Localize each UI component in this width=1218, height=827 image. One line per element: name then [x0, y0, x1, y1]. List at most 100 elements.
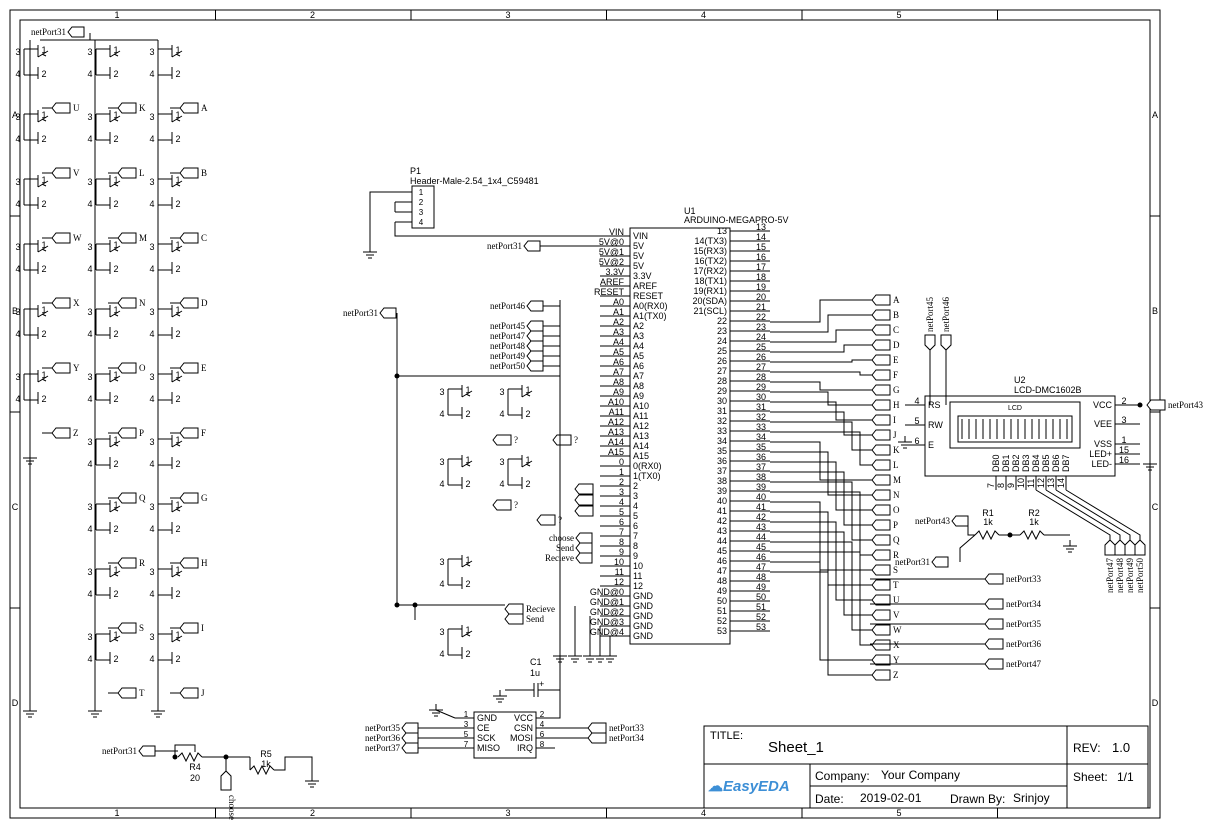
letter-flag-J: J: [201, 688, 205, 698]
pin-number: 4: [87, 394, 92, 404]
u1-left-pin: A12: [633, 421, 649, 431]
u2-right-num: 16: [1119, 455, 1129, 465]
letter-flag-G: G: [201, 493, 208, 503]
wire: [770, 299, 872, 323]
p1-pin: 1: [419, 188, 424, 197]
u1-left-net: 11: [615, 567, 624, 577]
pin-number: 3: [87, 307, 92, 317]
pin-number: 2: [41, 329, 46, 339]
pin-number: 2: [525, 479, 530, 489]
right-letter-E: E: [893, 355, 899, 365]
letter-flag-T: T: [139, 688, 145, 698]
pin-number: 2: [41, 134, 46, 144]
switch-actuator: [465, 633, 471, 637]
u1-left-pin: A10: [633, 401, 649, 411]
wire: [770, 431, 872, 466]
switch-actuator: [113, 313, 119, 317]
u1-left-pin: VIN: [633, 231, 648, 241]
net-flag: [179, 232, 199, 244]
u1-right-pin: 27: [717, 366, 727, 376]
pin-number: 2: [175, 134, 180, 144]
u1-left-net: A12: [608, 417, 624, 427]
net-label-r1-n31: netPort31: [895, 557, 930, 567]
switch-actuator: [113, 573, 119, 577]
pin-number: 4: [149, 394, 154, 404]
u1-right-net: 33: [756, 422, 766, 432]
u1-left-pin: A0(RX0): [633, 301, 668, 311]
u1-left-pin: A4: [633, 341, 644, 351]
net-flag: [871, 474, 891, 486]
r1-ref: R1: [982, 508, 994, 518]
u1-right-net: 16: [756, 252, 766, 262]
net-flag: [51, 297, 71, 309]
net-flag: [179, 492, 199, 504]
question-flag: ?: [514, 435, 518, 445]
letter-flag-K: K: [139, 103, 146, 113]
u1-right-pin: 29: [717, 386, 727, 396]
pin-number: 4: [87, 654, 92, 664]
net-flag: [1146, 399, 1166, 411]
rf-right-num: 6: [540, 730, 545, 739]
u2-bottom-pin: DB5: [1041, 454, 1051, 472]
pin-number: 2: [175, 394, 180, 404]
u1-left-pin: GND: [633, 631, 654, 641]
u2-bottom-num: 9: [1006, 483, 1016, 488]
pin-number: 4: [87, 329, 92, 339]
u1-left-net: 3: [619, 487, 624, 497]
r2-ref: R2: [1028, 508, 1040, 518]
net-flag: [117, 167, 137, 179]
row-label: A: [1152, 110, 1158, 120]
net-flag: [871, 309, 891, 321]
pin-number: 4: [149, 589, 154, 599]
title-label: TITLE:: [710, 730, 744, 742]
wire: [1035, 489, 1111, 540]
net-label-db: netPort47: [1105, 558, 1115, 593]
letter-flag-E: E: [201, 363, 207, 373]
switch-actuator: [175, 508, 181, 512]
net-label-choose: choose: [549, 533, 574, 543]
wire: [770, 451, 872, 496]
net-flag: [552, 434, 572, 446]
wire: [770, 511, 872, 586]
net-flag: [984, 598, 1004, 610]
u1-right-pin: 18(TX1): [694, 276, 727, 286]
net-flag: [871, 324, 891, 336]
pin-number: 3: [87, 632, 92, 642]
pin-number: 3: [87, 567, 92, 577]
switch-actuator: [41, 378, 47, 382]
u1-right-pin: 31: [717, 406, 727, 416]
switch-actuator: [41, 118, 47, 122]
u1-left-net: A0: [613, 297, 624, 307]
u1-right-net: 41: [756, 502, 766, 512]
u1-right-pin: 45: [717, 546, 727, 556]
pin-number: 1: [175, 370, 180, 380]
switch-actuator: [525, 463, 531, 467]
u2-left-pin: E: [928, 440, 934, 450]
u1-right-pin: 46: [717, 556, 727, 566]
u1-right-net: 39: [756, 482, 766, 492]
u1-left-pin: 10: [633, 561, 643, 571]
rf-right-num: 4: [540, 720, 545, 729]
pin-number: 4: [15, 394, 20, 404]
pin-number: 4: [149, 459, 154, 469]
wire: [770, 441, 872, 481]
wire: [770, 481, 872, 541]
net-flag: [51, 232, 71, 244]
u2-screen-label: LCD: [1008, 405, 1022, 412]
wire: [770, 501, 872, 571]
c1-plus: +: [539, 679, 544, 689]
letter-flag-X: X: [73, 298, 80, 308]
switch-actuator: [41, 183, 47, 187]
u1-right-net: 17: [756, 262, 766, 272]
letter-flag-H: H: [201, 558, 208, 568]
net-flag: [984, 658, 1004, 670]
pin-number: 1: [465, 455, 470, 465]
pin-number: 3: [439, 387, 444, 397]
wire: [369, 191, 395, 246]
u1-left-net: GND@1: [590, 597, 624, 607]
rf-left-num: 1: [464, 710, 469, 719]
net-label-lcd: netPort46: [941, 297, 951, 332]
net-flag: [51, 102, 71, 114]
u1-left-net: 0: [619, 457, 624, 467]
